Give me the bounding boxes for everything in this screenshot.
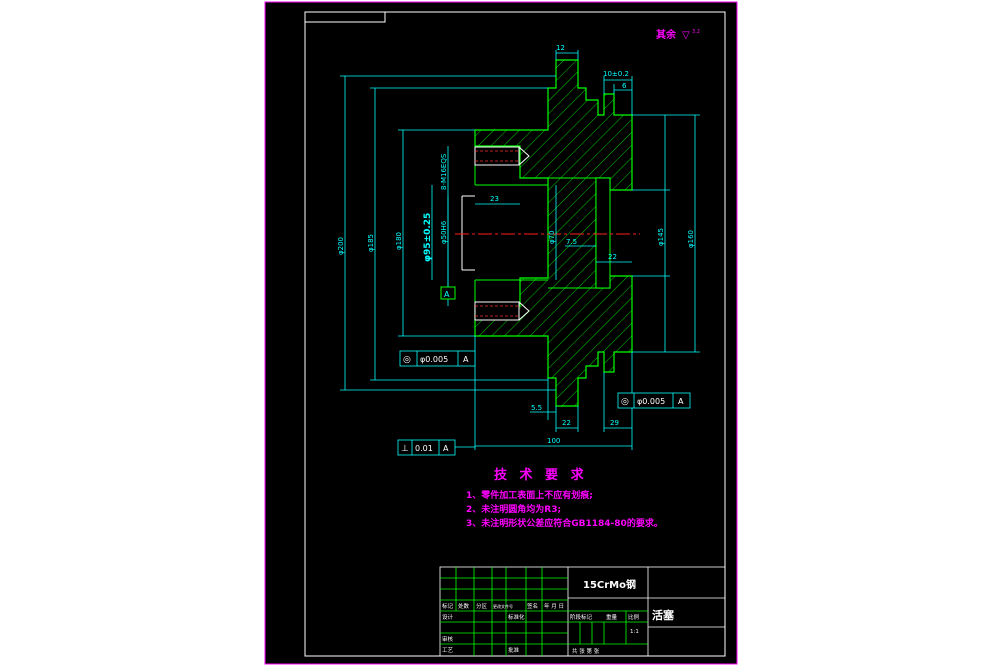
- tb-part-name: 活塞: [652, 608, 675, 622]
- tb-cell-stage: 阶段标记: [570, 613, 593, 621]
- tolerance-frame-1: ◎ φ0.005 A: [399, 350, 476, 367]
- tolerance-1-value: φ0.005: [420, 355, 448, 364]
- thread-hole-top-body: [474, 146, 520, 166]
- dim-text-w10: 10±0.2: [603, 70, 629, 78]
- thread-hole-bottom-tip: [518, 301, 530, 321]
- tb-cell-approve: 批准: [508, 646, 520, 654]
- roughness-label: 其余: [656, 28, 677, 41]
- dim-text-d1: φ200: [337, 237, 345, 255]
- tolerance-frame-1-box: [399, 350, 476, 367]
- tb-cell-sign: 签名: [527, 602, 538, 610]
- dim-text-thread: 8-M16EQS: [440, 153, 448, 190]
- dimension-lines: [340, 50, 700, 450]
- thread-hole-bottom-body: [474, 301, 520, 321]
- dim-text-d7: φ145: [657, 228, 665, 246]
- tech-item-3: 3、未注明形状公差应符合GB1184-80的要求。: [466, 517, 663, 529]
- tolerance-3-ref: A: [443, 444, 449, 453]
- tech-item-2: 2、未注明圆角均为R3;: [466, 503, 561, 515]
- tolerance-frame-2-box: [617, 392, 691, 409]
- tolerance-2-ref: A: [678, 397, 684, 406]
- tb-scale: 1:1: [630, 629, 639, 635]
- dim-text-w6: 6: [622, 82, 627, 90]
- thread-hole-top: [474, 146, 530, 166]
- tolerance-1-ref: A: [463, 355, 469, 364]
- tb-cell-docno: 更改文件号: [493, 603, 513, 609]
- dim-text-w29: 29: [610, 419, 619, 427]
- dim-text-w55: 5.5: [531, 404, 542, 412]
- tb-cell-sheets: 共 张 第 张: [572, 647, 600, 655]
- tb-cell-stdz: 标准化: [508, 613, 525, 621]
- tolerance-frame-2: ◎ φ0.005 A: [617, 392, 691, 409]
- thread-hole-top-tip: [518, 146, 530, 166]
- dim-text-d6: φ70: [548, 230, 556, 244]
- dimension-texts: φ200 φ185 φ180 8-M16EQS φ95±0.25 φ50H6 φ…: [337, 44, 695, 445]
- tech-title: 技 术 要 求: [494, 467, 588, 483]
- dim-text-d3: φ180: [395, 232, 403, 250]
- tb-material: 15CrMo钢: [583, 578, 636, 591]
- tb-cell-weight: 重量: [606, 613, 618, 621]
- datum-box: [440, 286, 456, 300]
- concentricity-icon: ◎: [403, 355, 411, 365]
- tb-cell-ratio: 比例: [628, 613, 640, 621]
- tb-cell-design: 设计: [442, 613, 454, 621]
- technical-requirements: 技 术 要 求 1、零件加工表面上不应有划痕; 2、未注明圆角均为R3; 3、未…: [466, 467, 663, 529]
- tb-cell-zone: 分区: [476, 602, 488, 610]
- datum-label: A: [444, 290, 450, 299]
- dim-text-w22a: 22: [608, 253, 617, 261]
- dim-text-w22: 22: [562, 419, 571, 427]
- tolerance-frame-3: ⊥ 0.01 A: [397, 439, 475, 456]
- title-block: [439, 566, 726, 657]
- roughness-symbol-icon: ▽: [682, 30, 690, 41]
- dim-text-d4: φ95±0.25: [423, 213, 433, 262]
- tb-cell-review: 审核: [442, 635, 454, 643]
- title-block-texts: 15CrMo钢 活塞 标记 处数 分区 更改文件号 签名 年 月 日 设计 标准…: [442, 578, 675, 655]
- dim-text-d8: φ160: [687, 230, 695, 248]
- tb-cell-count: 处数: [458, 602, 470, 610]
- thread-hole-bottom: [474, 301, 530, 321]
- tb-cell-date: 年 月 日: [544, 602, 564, 610]
- dim-text-w751: 7.5: [566, 238, 577, 246]
- title-block-frame: [439, 566, 726, 657]
- tb-cell-craft: 工艺: [442, 647, 454, 654]
- concentricity-icon: ◎: [621, 397, 629, 407]
- inner-groove: [595, 177, 611, 289]
- dim-text-d2: φ185: [367, 234, 375, 252]
- roughness-value: 3.2: [692, 29, 700, 35]
- sheet-border: [264, 1, 738, 665]
- dim-text-w12: 12: [556, 44, 565, 52]
- dim-text-w23: 23: [490, 195, 499, 203]
- dim-text-d5: φ50H6: [440, 220, 448, 244]
- tolerance-3-value: 0.01: [415, 444, 433, 453]
- code-box: [304, 11, 386, 23]
- tolerance-2-value: φ0.005: [637, 397, 665, 406]
- perpendicularity-icon: ⊥: [401, 444, 409, 454]
- datum-marker: A: [440, 270, 456, 300]
- tech-item-1: 1、零件加工表面上不应有划痕;: [466, 489, 593, 501]
- tb-cell-mark: 标记: [442, 602, 454, 610]
- dim-text-w100: 100: [547, 437, 560, 445]
